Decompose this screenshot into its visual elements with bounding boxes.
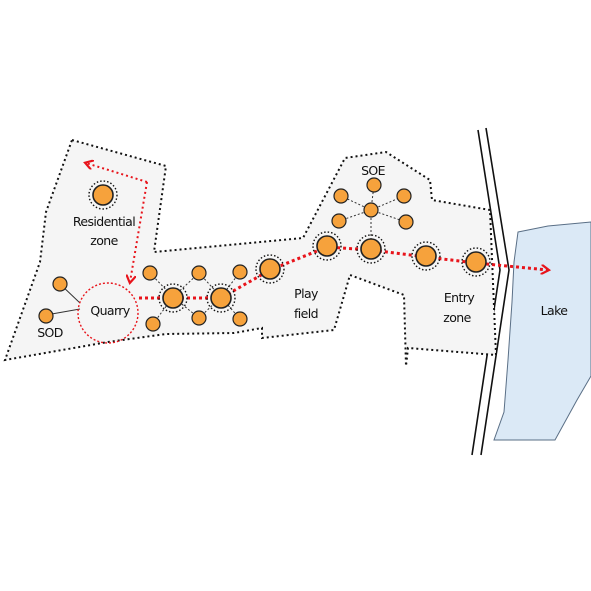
label-play-line1: Play — [294, 286, 319, 301]
node-main-1 — [158, 283, 188, 313]
road-line-right — [480, 127, 510, 456]
node-main-6 — [411, 241, 441, 271]
small-node — [191, 310, 207, 326]
small-node — [396, 188, 412, 204]
node-main-2 — [206, 283, 236, 313]
label-residential-line1: Residential — [73, 214, 135, 229]
small-node — [232, 264, 248, 280]
small-node — [38, 308, 54, 324]
large-nodes — [88, 180, 491, 313]
label-lake: Lake — [541, 303, 569, 318]
small-nodes — [38, 177, 414, 332]
residential-path-top — [86, 163, 148, 183]
label-play-line2: field — [294, 306, 318, 321]
small-node — [52, 276, 68, 292]
label-entry-line2: zone — [443, 310, 471, 325]
road-line-left — [471, 129, 501, 456]
small-node — [366, 177, 382, 193]
node-main-7 — [461, 247, 491, 277]
quarry-boundary — [77, 282, 139, 344]
lake-area — [493, 221, 591, 441]
residential-path-loop — [130, 181, 148, 282]
site-boundary — [3, 138, 498, 367]
node-main-4 — [312, 231, 342, 261]
node-main-5 — [356, 234, 386, 264]
small-node — [191, 265, 207, 281]
small-node — [232, 311, 248, 327]
label-sod: SOD — [37, 325, 63, 340]
label-entry-line1: Entry — [444, 290, 475, 305]
node-main-3 — [255, 254, 285, 284]
small-node — [398, 214, 414, 230]
small-node — [363, 202, 379, 218]
small-node — [333, 188, 349, 204]
node-residential — [88, 180, 118, 210]
label-soe: SOE — [361, 163, 386, 178]
small-node — [331, 213, 347, 229]
label-quarry: Quarry — [90, 303, 130, 318]
small-node — [145, 316, 161, 332]
label-residential-line2: zone — [90, 233, 118, 248]
small-node — [142, 265, 158, 281]
